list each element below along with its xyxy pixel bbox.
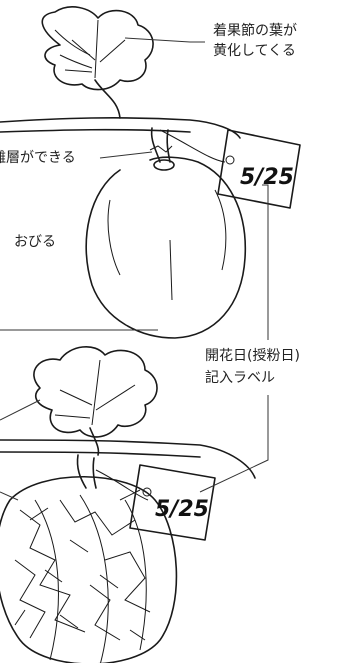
label-leaf-yellowing-line2: 黄化してくる bbox=[213, 42, 296, 59]
leader-leaf-yellowing bbox=[124, 37, 205, 43]
bottom-date-tag: 5/25 bbox=[95, 464, 216, 541]
label-flowering-date-line1: 開花日(授粉日) bbox=[205, 348, 300, 364]
top-vine bbox=[0, 117, 241, 139]
bottom-vine bbox=[0, 439, 256, 479]
label-abscission-layer: 離層ができる bbox=[0, 149, 76, 166]
label-tinge: おびる bbox=[14, 234, 56, 250]
leader-bottom-melon bbox=[0, 491, 19, 501]
top-melon bbox=[85, 127, 247, 339]
top-tag-text: 5/25 bbox=[240, 165, 294, 190]
leader-label-bottom bbox=[199, 395, 269, 493]
label-flowering-date-line2: 記入ラベル bbox=[205, 369, 275, 386]
leader-lines bbox=[0, 37, 269, 501]
top-leaf bbox=[41, 6, 154, 119]
bottom-netted-melon bbox=[0, 454, 178, 663]
bottom-tag-text: 5/25 bbox=[155, 497, 209, 522]
leader-abscission bbox=[99, 151, 153, 159]
leader-bottom-leaf bbox=[0, 399, 41, 421]
bottom-leaf bbox=[33, 346, 158, 456]
label-leaf-yellowing-line1: 着果節の葉が bbox=[213, 22, 297, 39]
leader-label-top bbox=[262, 184, 269, 340]
top-date-tag: 5/25 bbox=[159, 129, 301, 209]
